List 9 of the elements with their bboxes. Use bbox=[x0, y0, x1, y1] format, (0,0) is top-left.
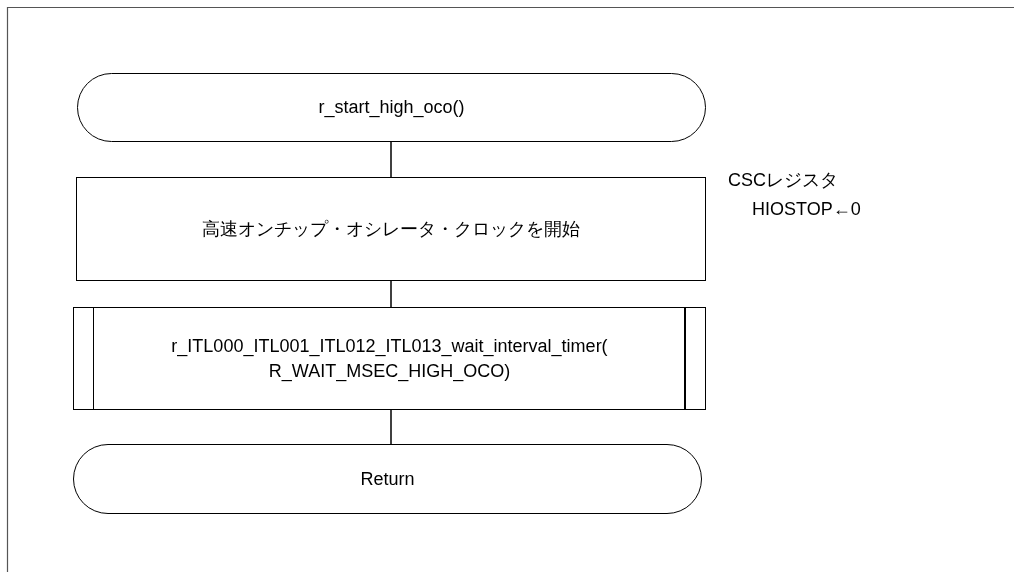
terminal-shape: Return bbox=[73, 444, 702, 514]
connector-line bbox=[390, 141, 392, 178]
terminal-shape: r_start_high_oco() bbox=[77, 73, 706, 142]
connector-line bbox=[390, 280, 392, 308]
process-box: 高速オンチップ・オシレータ・クロックを開始 bbox=[76, 177, 706, 281]
note-text: HIOSTOP←0 bbox=[752, 199, 861, 220]
connector-line bbox=[390, 409, 392, 445]
note-text: CSCレジスタ bbox=[728, 169, 838, 192]
subroutine-box: r_ITL000_ITL001_ITL012_ITL013_wait_interval_timer( R_WAIT_MSEC_HIGH_OCO) bbox=[73, 307, 706, 410]
